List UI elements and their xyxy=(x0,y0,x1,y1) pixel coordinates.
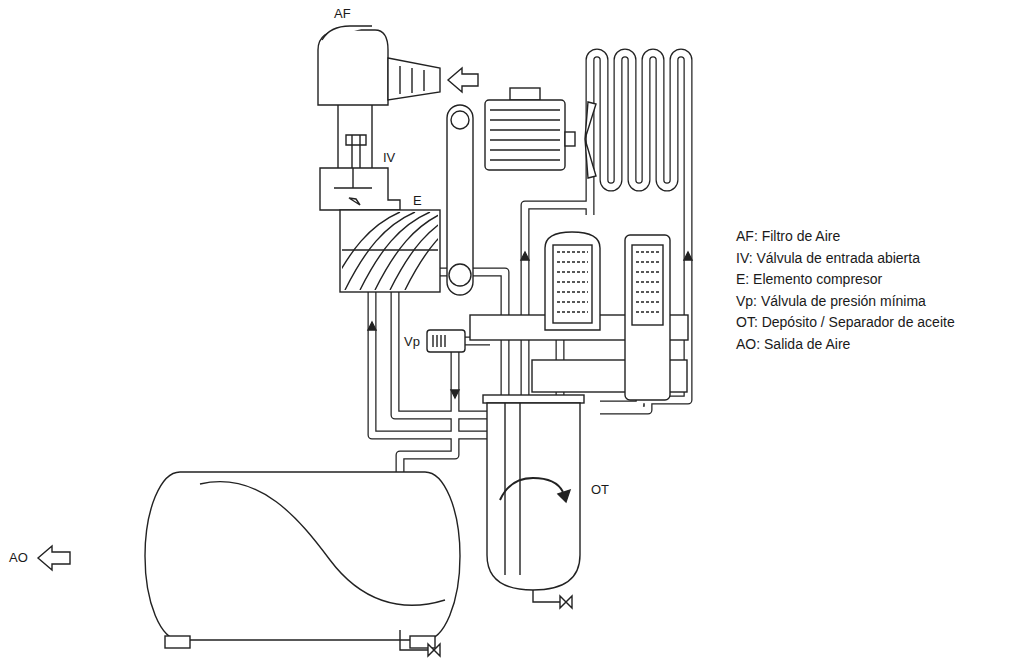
legend-entry: IV: Válvula de entrada abierta xyxy=(736,248,955,270)
legend: AF: Filtro de AireIV: Válvula de entrada… xyxy=(736,226,955,355)
part-label: IV xyxy=(382,150,396,165)
part-label: E xyxy=(412,193,423,208)
part-label: Vp xyxy=(403,334,421,349)
part-label: OT xyxy=(590,482,610,497)
legend-entry: Vp: Válvula de presión mínima xyxy=(736,291,955,313)
legend-entry: E: Elemento compresor xyxy=(736,269,955,291)
legend-entry: AO: Salida de Aire xyxy=(736,334,955,356)
legend-entry: OT: Depósito / Separador de aceite xyxy=(736,312,955,334)
part-label: AF xyxy=(333,6,352,21)
legend-entry: AF: Filtro de Aire xyxy=(736,226,955,248)
part-label: AO xyxy=(8,550,29,565)
